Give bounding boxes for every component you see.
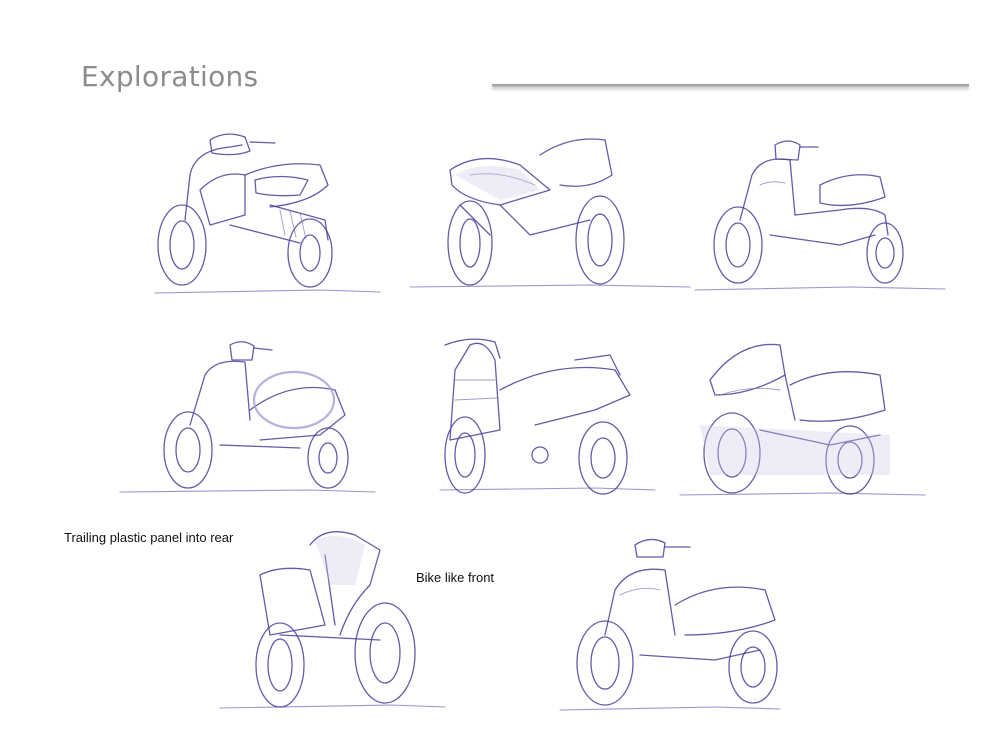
- scooter-sketch-2: [409, 138, 691, 288]
- scooter-sketch-3: [694, 140, 946, 291]
- scooter-sketch-1: [154, 133, 381, 294]
- scooter-sketch-5: [439, 338, 656, 495]
- scooter-sketch-7: [219, 531, 446, 709]
- trailing-panel-highlight-circle: [252, 370, 336, 430]
- page-title: Explorations: [81, 60, 259, 93]
- scooter-sketch-6: [679, 343, 926, 496]
- scooter-sketch-8: [559, 538, 781, 711]
- title-rule-divider: [492, 84, 969, 87]
- annotation-trailing-panel: Trailing plastic panel into rear: [64, 530, 234, 545]
- annotation-bike-front: Bike like front: [416, 570, 495, 585]
- scooter-sketch-4: [119, 341, 376, 493]
